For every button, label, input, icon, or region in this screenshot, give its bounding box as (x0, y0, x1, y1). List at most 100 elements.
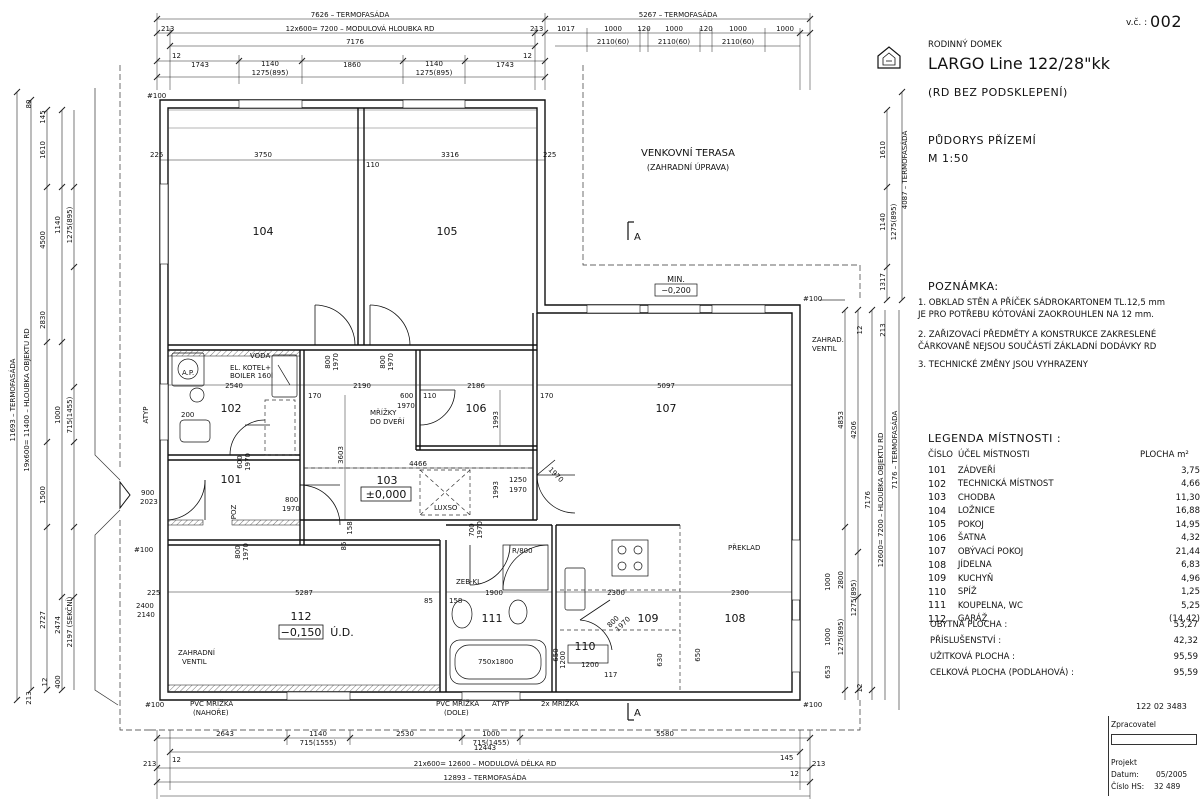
legend-room-name: ZÁDVEŘÍ (957, 465, 996, 476)
note-line-3: 2. ZAŘIZOVACÍ PŘEDMĚTY A KONSTRUKCE ZAKR… (918, 330, 1157, 340)
stamp-project-label: Projekt (1111, 758, 1137, 767)
dim-top-1017: 1017 (557, 25, 575, 33)
mrizky-label-1: MŘÍŽKY (370, 408, 397, 417)
dim-left-2474: 2474 (54, 616, 62, 634)
legend-room-area: 4,66 (1181, 479, 1200, 490)
bathtub-label: 750x1800 (478, 658, 513, 666)
dim-bottom-12b: 12 (790, 770, 799, 778)
totals-row: CELKOVÁ PLOCHA (PODLAHOVÁ) :95,59 (930, 666, 1198, 680)
legend-room-number: 109 (928, 573, 947, 585)
dim-termofasada-top-2: 5267 – TERMOFASÁDA (639, 10, 718, 19)
doors (167, 304, 613, 651)
note-line-1: 1. OBKLAD STĚN A PŘÍČEK SÁDROKARTONEM TL… (918, 298, 1166, 308)
legend-room-area: 6,83 (1181, 560, 1200, 571)
dim-top-1743a: 1743 (191, 61, 209, 69)
stamp-hs-label: Číslo HS: (1111, 782, 1145, 791)
drawing-scale: M 1:50 (928, 152, 969, 165)
dim-in-650b: 650 (694, 648, 702, 661)
dim-right-4206: 4206 (850, 421, 858, 439)
dim-in-1970f: 1970 (282, 505, 300, 513)
dim-left-12: 12 (41, 678, 49, 687)
dim-top-hash100: #100 (147, 92, 166, 100)
dim-in-900: 900 (141, 489, 154, 497)
dim-in-800a: 800 (324, 355, 332, 368)
dim-bottom-termofasada: 12893 – TERMOFASÁDA (444, 773, 527, 782)
room-106: 106 (466, 402, 487, 415)
dim-bottom-213a: 213 (143, 760, 156, 768)
legend-room-name: KUCHYŇ (957, 573, 994, 584)
dim-right-1275b: 1275(895) (837, 618, 845, 655)
totals-row: OBYTNÁ PLOCHA :53,27 (930, 618, 1198, 632)
stamp-code: 122 02 3483 (1136, 702, 1187, 711)
pvc-grille-label-2: PVC MŘÍŽKA (436, 699, 479, 708)
windows (159, 99, 801, 701)
dim-in-hash100-e: #100 (803, 701, 822, 709)
dimensions-right (841, 88, 906, 710)
dim-in-117: 117 (604, 671, 617, 679)
dim-bottom-213b: 213 (812, 760, 825, 768)
pvc-grille-label-2b: (DOLE) (444, 709, 469, 717)
house-icon (877, 46, 901, 69)
room-102: 102 (221, 402, 242, 415)
dim-right-1275c: 1275(895) (850, 579, 858, 616)
dim-in-1970c: 1970 (332, 353, 340, 371)
legend-room-name: CHODBA (957, 492, 996, 503)
voda-label: VODA (250, 352, 270, 360)
atyp-label-1: ATYP (142, 406, 150, 423)
dim-in-225c: 225 (147, 589, 160, 597)
dim-right-modul: 12600= 7200 – HLOUBKA OBJEKTU RD (877, 433, 885, 568)
room-112: 112 (291, 610, 312, 623)
dim-in-1900: 1900 (485, 589, 503, 597)
dim-in-170b: 170 (540, 392, 553, 400)
legend-col-number: ČÍSLO (928, 450, 953, 460)
dim-bottom-12443: 12443 (474, 744, 496, 752)
dim-right-termofasada-1: 4087 – TERMOFASÁDA (900, 131, 909, 210)
outline-dashed (119, 65, 861, 731)
legend-room-area: 4,32 (1181, 533, 1200, 544)
legend-room-number: 103 (928, 492, 947, 504)
dim-in-225a: 225 (150, 151, 163, 159)
legend-col-area: PLOCHA m² (1140, 450, 1189, 460)
dim-in-1970g: 1970 (244, 453, 252, 471)
dim-in-1250: 1250 (509, 476, 527, 484)
dim-in-630: 630 (656, 653, 664, 666)
dim-in-2540: 2540 (225, 382, 243, 390)
dim-top-1140a: 1140 (261, 60, 279, 68)
ap-label: A.P. (182, 369, 194, 377)
preklad-label: PŘEKLAD (728, 543, 760, 552)
zahradni-ventil-label-2b: VENTIL (182, 658, 207, 666)
dim-left-1140: 1140 (54, 216, 62, 234)
dim-top-7176: 7176 (346, 38, 364, 46)
legend-room-name: ŠATNA (957, 533, 986, 544)
dim-top-1275a: 1275(895) (252, 69, 289, 77)
room-112-ud: Ú.D. (330, 626, 354, 639)
legend-room-area: 14,95 (1175, 519, 1200, 530)
dim-in-158a: 158 (346, 521, 354, 534)
legend-room-number: 102 (928, 478, 947, 490)
level-box-103 (360, 486, 412, 502)
dim-right-2800: 2800 (837, 571, 845, 589)
dim-in-85a: 85 (340, 542, 348, 551)
info-panel: v.č. : 002 RODINNÝ DOMEK LARGO Line 122/… (877, 0, 1200, 799)
dim-in-800d: 800 (234, 545, 242, 558)
vc-label: v.č. : (1126, 18, 1148, 28)
dim-in-5097: 5097 (657, 382, 675, 390)
plan-annotations: VENKOVNÍ TERASA (ZAHRADNÍ ÚPRAVA) MIN. −… (142, 146, 844, 719)
dim-termofasada-top-1: 7626 – TERMOFASÁDA (311, 10, 390, 19)
dim-left-715: 715(1455) (66, 396, 74, 433)
dim-in-800b: 800 (379, 355, 387, 368)
dim-right-1275: 1275(895) (890, 203, 898, 240)
legend-heading: LEGENDA MÍSTNOSTI : (928, 432, 1062, 445)
zahrad-ventil-label-1: ZAHRAD. (812, 336, 844, 344)
room-104: 104 (253, 225, 274, 238)
dim-in-1970h: 1970 (242, 543, 250, 561)
room-107: 107 (656, 402, 677, 415)
dim-in-1970d: 1970 (387, 353, 395, 371)
dim-in-1200a: 1200 (559, 651, 567, 669)
outer-skirt-lines (94, 88, 845, 706)
totals-value: 42,32 (1173, 636, 1198, 646)
poz-label: POZ (230, 505, 238, 520)
